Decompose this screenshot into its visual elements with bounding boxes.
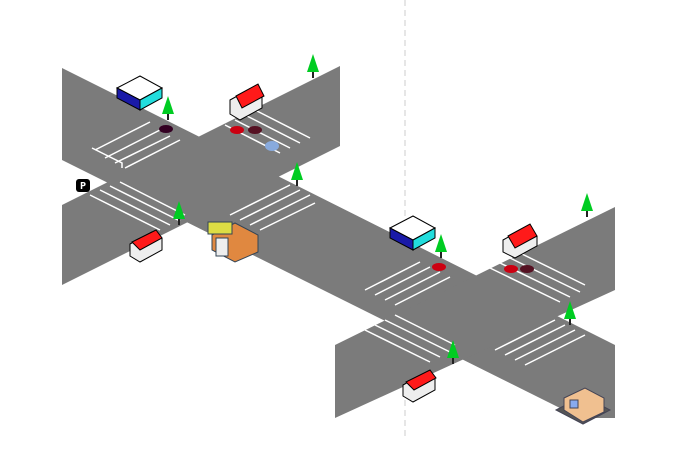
tree-icon [564,301,576,325]
road-right-cross [335,207,615,418]
car-icon [504,265,518,273]
tree-icon [447,340,459,364]
tree-icon [173,201,185,225]
house-1 [229,83,265,121]
house-4 [402,369,437,403]
shop-building [207,221,259,263]
crosswalks [89,109,586,366]
store-building-right [388,215,437,251]
tree-icon [581,193,593,217]
car-icon [248,126,262,134]
tree-icon [435,234,447,258]
car-icon [265,141,279,151]
car-icon [230,126,244,134]
trees [162,54,593,364]
tree-icon [291,162,303,186]
parking-sign: P [76,179,90,192]
road-left-cross [62,66,340,285]
tree-icon [307,54,319,78]
parking-icon [76,179,90,192]
car-icon [432,263,446,271]
houses [129,83,538,403]
tree-icon [162,96,174,120]
roads [62,66,615,418]
car-icon [520,265,534,273]
cars [159,125,534,273]
car-icon [159,125,173,133]
office-building [554,387,612,425]
house-2 [129,229,163,263]
parking-label: P [80,181,86,192]
store-building-left [115,75,164,111]
house-3 [502,223,538,259]
